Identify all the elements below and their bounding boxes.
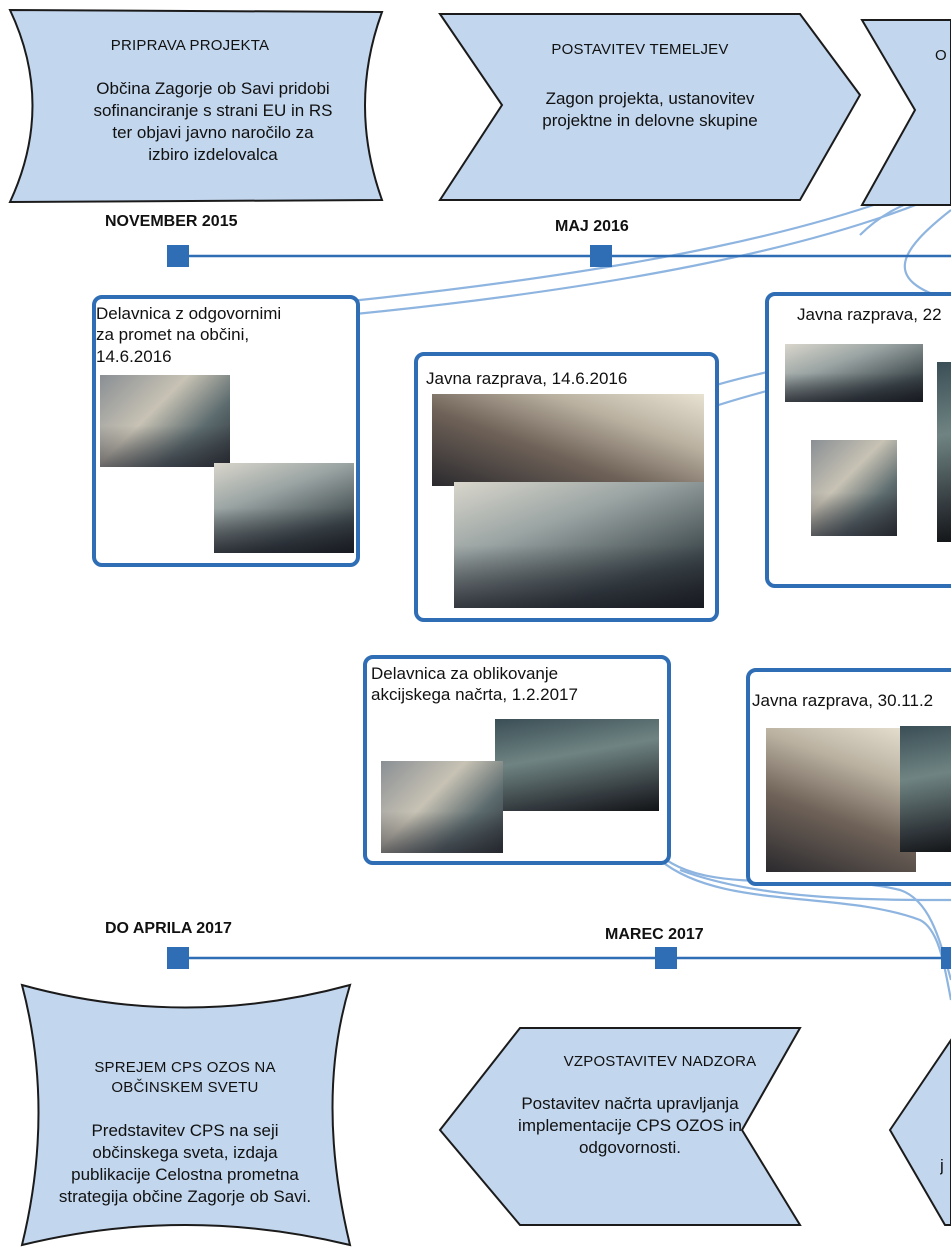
card-title: Javna razprava, 30.11.2 [752,691,934,710]
step-cut-title: O [935,47,947,64]
photo [495,719,659,811]
date-mar2017: MAREC 2017 [605,926,704,943]
chevron-nadzor [438,1027,802,1226]
card-delavnica-promet: Delavnica z odgovornimi za promet na obč… [92,295,360,567]
step-priprava-title: PRIPRAVA PROJEKTA [110,37,270,54]
step-sprejem-title: SPREJEM CPS OZOS NA OBČINSKEM SVETU [94,1059,276,1096]
step-nadzor-body: Postavitev načrta upravljanja implementa… [518,1094,742,1158]
photo [381,761,503,853]
photo [811,440,897,536]
marker-cut-right [941,947,951,969]
marker-mar2017 [655,947,677,969]
chevron-temelji [438,13,862,201]
step-temelji-body: Zagon projekta, ustanovitev projektne in… [542,89,758,131]
chevron-cut-bottom [888,1038,951,1226]
date-maj2016: MAJ 2016 [555,218,629,235]
photo [766,728,916,872]
date-nov2015: NOVEMBER 2015 [105,213,238,230]
marker-maj2016 [590,245,612,267]
photo [900,726,951,852]
card-javna-14-6: Javna razprava, 14.6.2016 [414,352,719,622]
card-title: Delavnica z odgovornimi za promet na obč… [96,304,282,366]
marker-nov2015 [167,245,189,267]
date-apr2017: DO APRILA 2017 [105,920,232,937]
card-title: Delavnica za oblikovanje akcijskega načr… [371,664,578,705]
photo [432,394,704,486]
chevron-cut [860,19,951,206]
photo [454,482,704,608]
chevron-priprava [8,8,384,204]
card-title: Javna razprava, 14.6.2016 [426,369,628,388]
photo [785,344,923,402]
photo [214,463,354,553]
step-cut-bottom-body: j [940,1156,944,1175]
step-sprejem-body: Predstavitev CPS na seji občinskega svet… [58,1121,312,1207]
marker-apr2017 [167,947,189,969]
photo [937,362,951,542]
card-javna-30-11: Javna razprava, 30.11.2 [746,668,951,886]
step-temelji-title: POSTAVITEV TEMELJEV [551,41,729,58]
step-priprava-body: Občina Zagorje ob Savi pridobi sofinanci… [93,79,333,165]
shape-sprejem [20,983,352,1247]
photo [100,375,230,467]
step-nadzor-title: VZPOSTAVITEV NADZORA [563,1053,757,1070]
card-delavnica-akcijski: Delavnica za oblikovanje akcijskega načr… [363,655,671,865]
card-javna-22: Javna razprava, 22 [765,292,951,588]
card-title: Javna razprava, 22 [797,305,942,324]
